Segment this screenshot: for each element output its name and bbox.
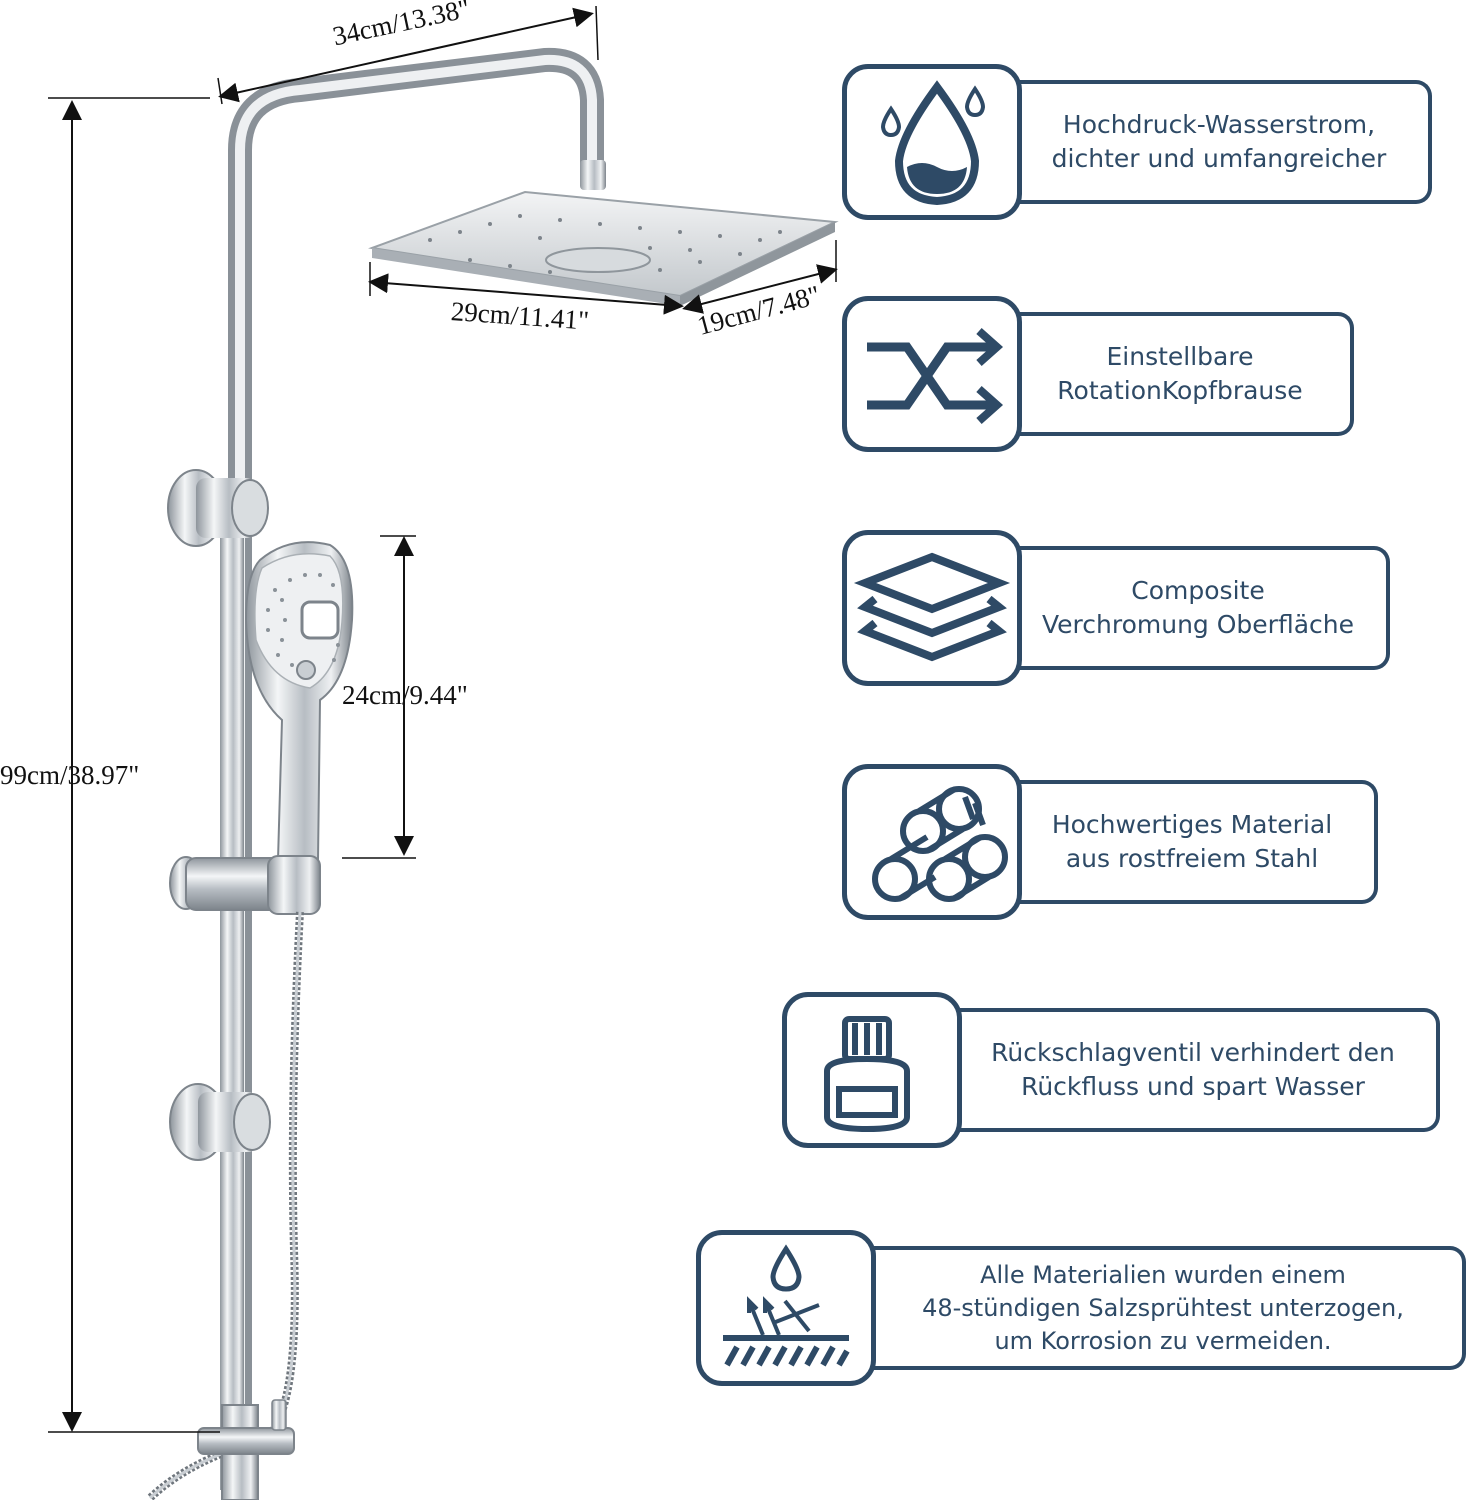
check-valve-icon [824, 1016, 910, 1133]
feature-text: Alle Materialien wurden einem 48-stündig… [864, 1246, 1466, 1370]
feature-line: Rückfluss und spart Wasser [1021, 1072, 1365, 1101]
shuffle-arrows-icon [867, 328, 1004, 424]
feature-icon-frame [842, 64, 1022, 220]
feature-line: RotationKopfbrause [1057, 376, 1303, 405]
steel-pipes-icon [872, 786, 1008, 902]
water-drop-icon [880, 80, 986, 206]
feature-line: Rückschlagventil verhindert den [991, 1038, 1395, 1067]
feature-line: um Korrosion zu vermeiden. [994, 1326, 1332, 1355]
shower-system-illustration [48, 5, 839, 1500]
feature-icon-frame [782, 992, 962, 1148]
feature-line: dichter und umfangreicher [1051, 144, 1387, 173]
hand-shower-length-label: 24cm/9.44" [342, 680, 468, 710]
feature-line: 48-stündigen Salzsprühtest unterzogen, [922, 1293, 1404, 1322]
feature-line: Hochdruck-Wasserstrom, [1062, 110, 1376, 139]
feature-line: Composite [1131, 576, 1265, 605]
feature-icon-frame [842, 296, 1022, 452]
feature-text: Hochwertiges Material aus rostfreiem Sta… [1010, 780, 1378, 904]
feature-line: aus rostfreiem Stahl [1065, 844, 1319, 873]
feature-line: Hochwertiges Material [1051, 810, 1333, 839]
feature-icon-frame [842, 764, 1022, 920]
total-height-label: 99cm/38.97" [0, 760, 140, 790]
feature-icon-frame [696, 1230, 876, 1386]
feature-icon-frame [842, 530, 1022, 686]
feature-line: Verchromung Oberfläche [1042, 610, 1354, 639]
salt-spray-icon [723, 1244, 850, 1367]
feature-text: Rückschlagventil verhindert den Rückflus… [950, 1008, 1440, 1132]
layers-icon [853, 552, 1011, 662]
feature-text: Einstellbare RotationKopfbrause [1010, 312, 1354, 436]
feature-text: Composite Verchromung Oberfläche [1010, 546, 1390, 670]
feature-line: Alle Materialien wurden einem [980, 1260, 1346, 1289]
feature-line: Einstellbare [1106, 342, 1254, 371]
feature-text: Hochdruck-Wasserstrom, dichter und umfan… [1010, 80, 1432, 204]
